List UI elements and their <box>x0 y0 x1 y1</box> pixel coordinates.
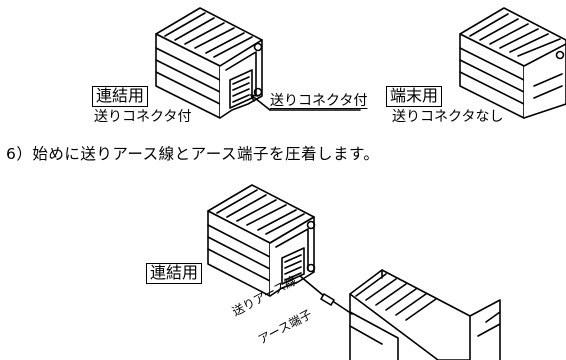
bottom-right-unit-drawing <box>349 269 501 360</box>
connector-callout: 送りコネクタ付 <box>270 93 368 109</box>
top-right-sub-label: 送りコネクタなし <box>392 109 504 125</box>
terminal-label-top: 端末用 <box>386 86 443 107</box>
top-left-unit-drawing <box>155 7 361 119</box>
bottom-unit-drawing <box>207 184 353 315</box>
top-right-unit-drawing <box>459 7 566 119</box>
coupling-label-top: 連結用 <box>92 86 149 107</box>
step-6-instruction: 6）始めに送りアース線とアース端子を圧着します。 <box>6 145 380 163</box>
coupling-label-bottom: 連結用 <box>146 263 203 284</box>
top-left-sub-label: 送りコネクタ付 <box>94 109 192 125</box>
